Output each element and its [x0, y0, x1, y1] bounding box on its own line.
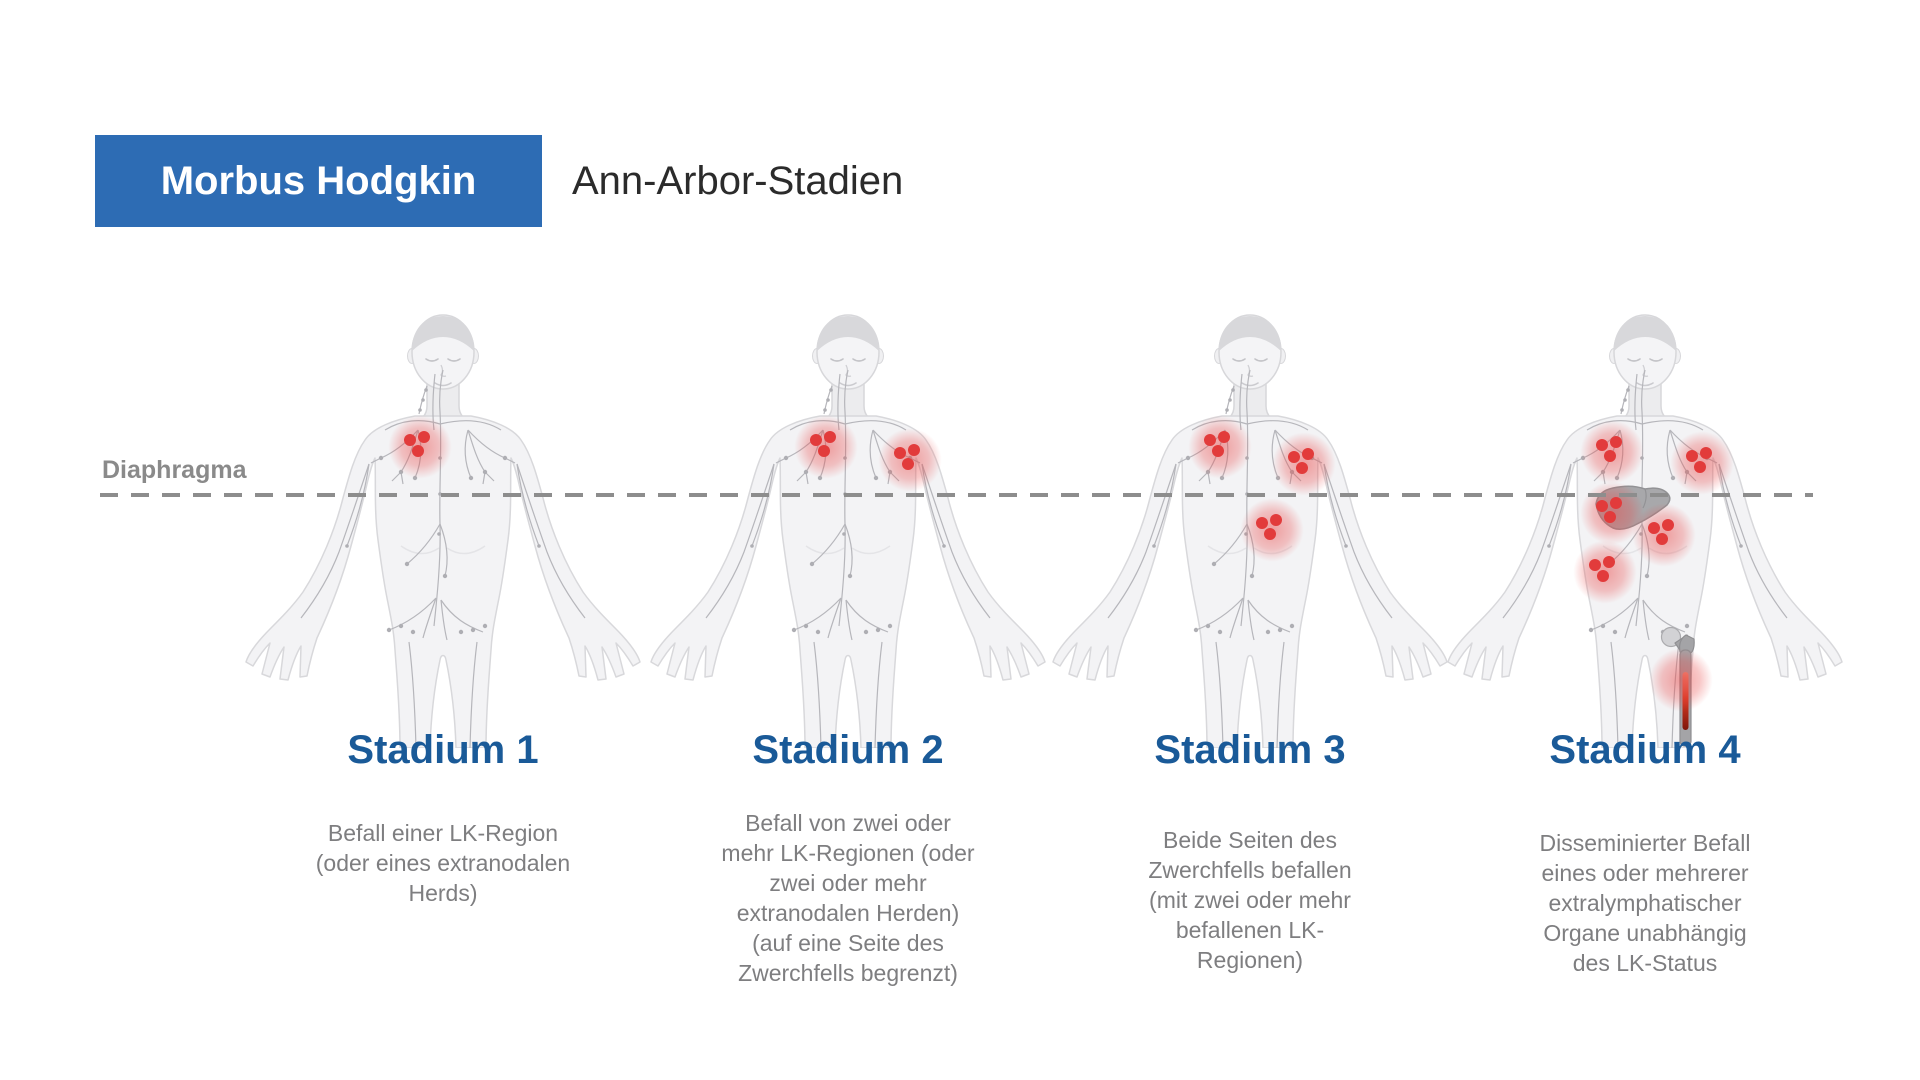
affected-node-spot [1580, 420, 1644, 484]
body-figure-stage-4 [1445, 308, 1845, 748]
stage-description: Beide Seiten des Zwerchfells befallen (m… [1148, 827, 1352, 973]
stage-description: Befall von zwei oder mehr LK-Regionen (o… [721, 810, 975, 986]
affected-node-spot [1188, 415, 1252, 479]
affected-node-spot [388, 415, 452, 479]
diaphragm-dashed-line [100, 493, 1813, 497]
involvement-overlay [648, 308, 1048, 748]
affected-node-spot [794, 415, 858, 479]
stage-heading: Stadium 2 [752, 728, 944, 772]
stage-description: Disseminierter Befall eines oder mehrere… [1539, 830, 1751, 976]
affected-node-spot [878, 428, 942, 492]
body-figure-stage-1 [243, 308, 643, 748]
stage-description: Befall einer LK-Region (oder eines extra… [315, 820, 571, 906]
affected-node-spot [1670, 431, 1734, 495]
title-badge-label: Morbus Hodgkin [160, 158, 477, 203]
involvement-overlay [1445, 308, 1845, 748]
affected-node-spot [1240, 498, 1304, 562]
diaphragm-label: Diaphragma [102, 456, 247, 484]
affected-node-spot [1573, 540, 1637, 604]
liver-icon [1595, 485, 1671, 530]
stage-column-2: Stadium 2 Befall von zwei oder mehr LK-R… [648, 0, 1048, 1080]
affected-node-spot [1272, 432, 1336, 496]
stage-heading: Stadium 1 [347, 728, 539, 772]
stage-column-4: Stadium 4 Disseminierter Befall eines od… [1445, 0, 1845, 1080]
body-figure-stage-3 [1050, 308, 1450, 748]
stage-column-3: Stadium 3 Beide Seiten des Zwerchfells b… [1050, 0, 1450, 1080]
body-figure-stage-2 [648, 308, 1048, 748]
title-badge: Morbus Hodgkin [95, 135, 542, 227]
involvement-overlay [243, 308, 643, 748]
involvement-overlay [1050, 308, 1450, 748]
stage-heading: Stadium 4 [1549, 728, 1741, 772]
page-title: Ann-Arbor-Stadien [572, 158, 904, 203]
stage-heading: Stadium 3 [1154, 728, 1346, 772]
stage-column-1: Stadium 1 Befall einer LK-Region (oder e… [243, 0, 643, 1080]
